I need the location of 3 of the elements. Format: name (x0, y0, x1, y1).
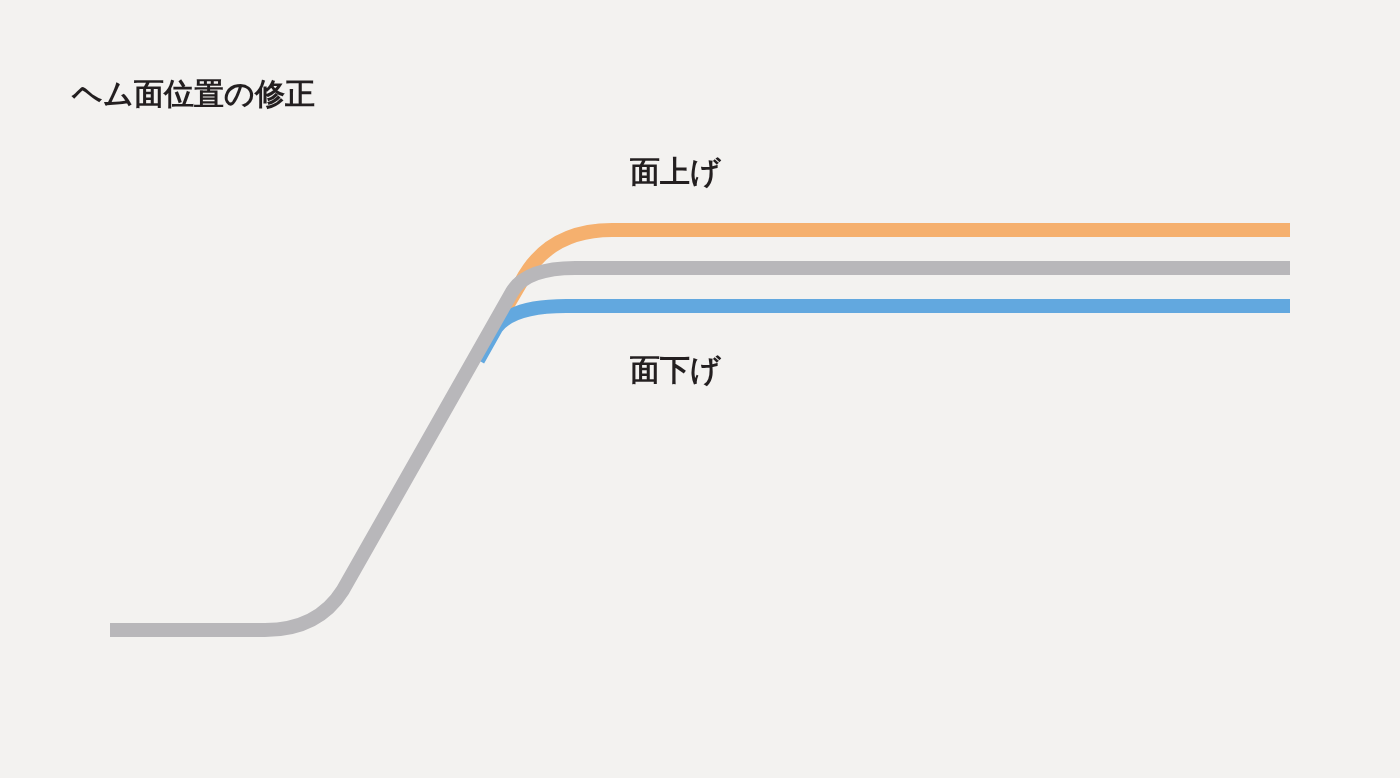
diagram-title: ヘム面位置の修正 (72, 75, 315, 113)
line-label: 面下げ (630, 351, 721, 389)
line-label: 面上げ (630, 153, 721, 191)
